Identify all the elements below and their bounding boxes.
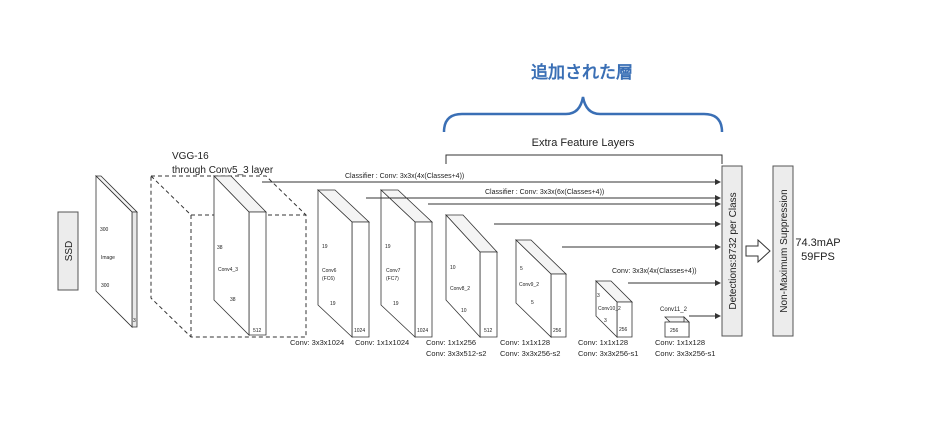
conv7-block: 19 Conv7 (FC7) 19 1024 (379, 189, 434, 338)
conv7-conv-label: Conv: 1x1x1024 (355, 338, 409, 347)
conv4-3-dim-top: 38 (217, 245, 223, 251)
conv9-2-dim-bottom: 5 (531, 300, 534, 306)
vgg-label-line1: VGG-16 (172, 151, 209, 162)
conv9-2-label: Conv9_2 (519, 282, 539, 288)
conv10-2-depth: 256 (619, 327, 628, 333)
vgg-label-line2: through Conv5_3 layer (172, 165, 274, 176)
classifier-label-1: Classifier : Conv: 3x3x(4x(Classes+4)) (345, 173, 464, 180)
ssd-label: SSD (64, 241, 75, 262)
conv7-dim-bottom: 19 (393, 301, 399, 307)
conv6-dim-top: 19 (322, 244, 328, 250)
conv8-2-block: 10 Conv8_2 10 512 (445, 213, 498, 339)
conv7-label-2: (FC7) (386, 276, 399, 282)
conv10-conv-label-b: Conv: 3x3x256-s1 (578, 349, 638, 358)
conv9-2-block: 5 Conv9_2 5 256 (515, 239, 567, 338)
conv7-dim-top: 19 (385, 244, 391, 250)
to-nms-arrow (745, 238, 771, 264)
detections-box (721, 165, 743, 337)
conv6-block: 19 Conv6 (FC6) 19 1024 (316, 189, 371, 338)
conv7-depth: 1024 (417, 328, 428, 334)
conv8-2-dim-top: 10 (450, 265, 456, 271)
conv9-conv-label-b: Conv: 3x3x256-s2 (500, 349, 560, 358)
conv9-2-depth: 256 (553, 328, 562, 334)
conv11-2-depth: 256 (670, 328, 679, 334)
conv10-2-label: Conv10_2 (598, 306, 621, 312)
nms-label: Non-Maximum Suppression (779, 189, 790, 312)
conv10-conv-label-a: Conv: 1x1x128 (578, 338, 628, 347)
conv8-conv-label-a: Conv: 1x1x256 (426, 338, 476, 347)
input-dim-top: 300 (100, 227, 109, 233)
ssd-box (57, 211, 79, 291)
conv4-3-depth: 512 (253, 328, 262, 334)
conv9-conv-label-a: Conv: 1x1x128 (500, 338, 550, 347)
extra-feature-layers-label: Extra Feature Layers (532, 137, 635, 149)
conv11-conv-label-a: Conv: 1x1x128 (655, 338, 705, 347)
conv10-2-dim-top: 3 (597, 293, 600, 299)
conv4-3-label: Conv4_3 (218, 267, 238, 273)
extra-feature-layers-bracket (445, 154, 723, 164)
conv11-2-label: Conv11_2 (660, 307, 688, 313)
conv7-label-1: Conv7 (386, 268, 401, 274)
map-result: 74.3mAP (795, 237, 840, 249)
classifier-arrows (262, 179, 721, 319)
conv8-2-depth: 512 (484, 328, 493, 334)
added-layers-label: 追加された層 (531, 62, 633, 83)
input-depth: 3 (133, 318, 136, 324)
conv4-3-block: 38 Conv4_3 38 512 (213, 175, 267, 336)
conv9-2-dim-top: 5 (520, 266, 523, 272)
detections-label: Detections:8732 per Class (728, 192, 739, 309)
input-dim-bottom: 300 (101, 283, 110, 289)
conv10-2-block: 3 Conv10_2 3 256 (595, 280, 633, 338)
nms-box (772, 165, 794, 337)
conv8-2-label: Conv8_2 (450, 286, 470, 292)
fps-result: 59FPS (801, 251, 835, 263)
conv6-conv-label: Conv: 3x3x1024 (290, 338, 344, 347)
classifier-label-3: Conv: 3x3x(4x(Classes+4)) (612, 268, 697, 275)
conv10-2-dim-bottom: 3 (604, 318, 607, 324)
conv6-label-2: (FC6) (322, 276, 335, 282)
conv11-conv-label-b: Conv: 3x3x256-s1 (655, 349, 715, 358)
conv11-2-block: 256 Conv11_2 (660, 307, 690, 338)
conv6-dim-bottom: 19 (330, 301, 336, 307)
added-layers-bracket (442, 96, 724, 133)
conv4-3-dim-bottom: 38 (230, 297, 236, 303)
classifier-label-2: Classifier : Conv: 3x3x(6x(Classes+4)) (485, 189, 604, 196)
conv8-2-dim-bottom: 10 (461, 308, 467, 314)
conv6-label-1: Conv6 (322, 268, 337, 274)
input-image-label: Image (101, 255, 115, 261)
input-image-block: 300 Image 300 3 (95, 175, 138, 328)
conv8-conv-label-b: Conv: 3x3x512-s2 (426, 349, 486, 358)
conv6-depth: 1024 (354, 328, 365, 334)
